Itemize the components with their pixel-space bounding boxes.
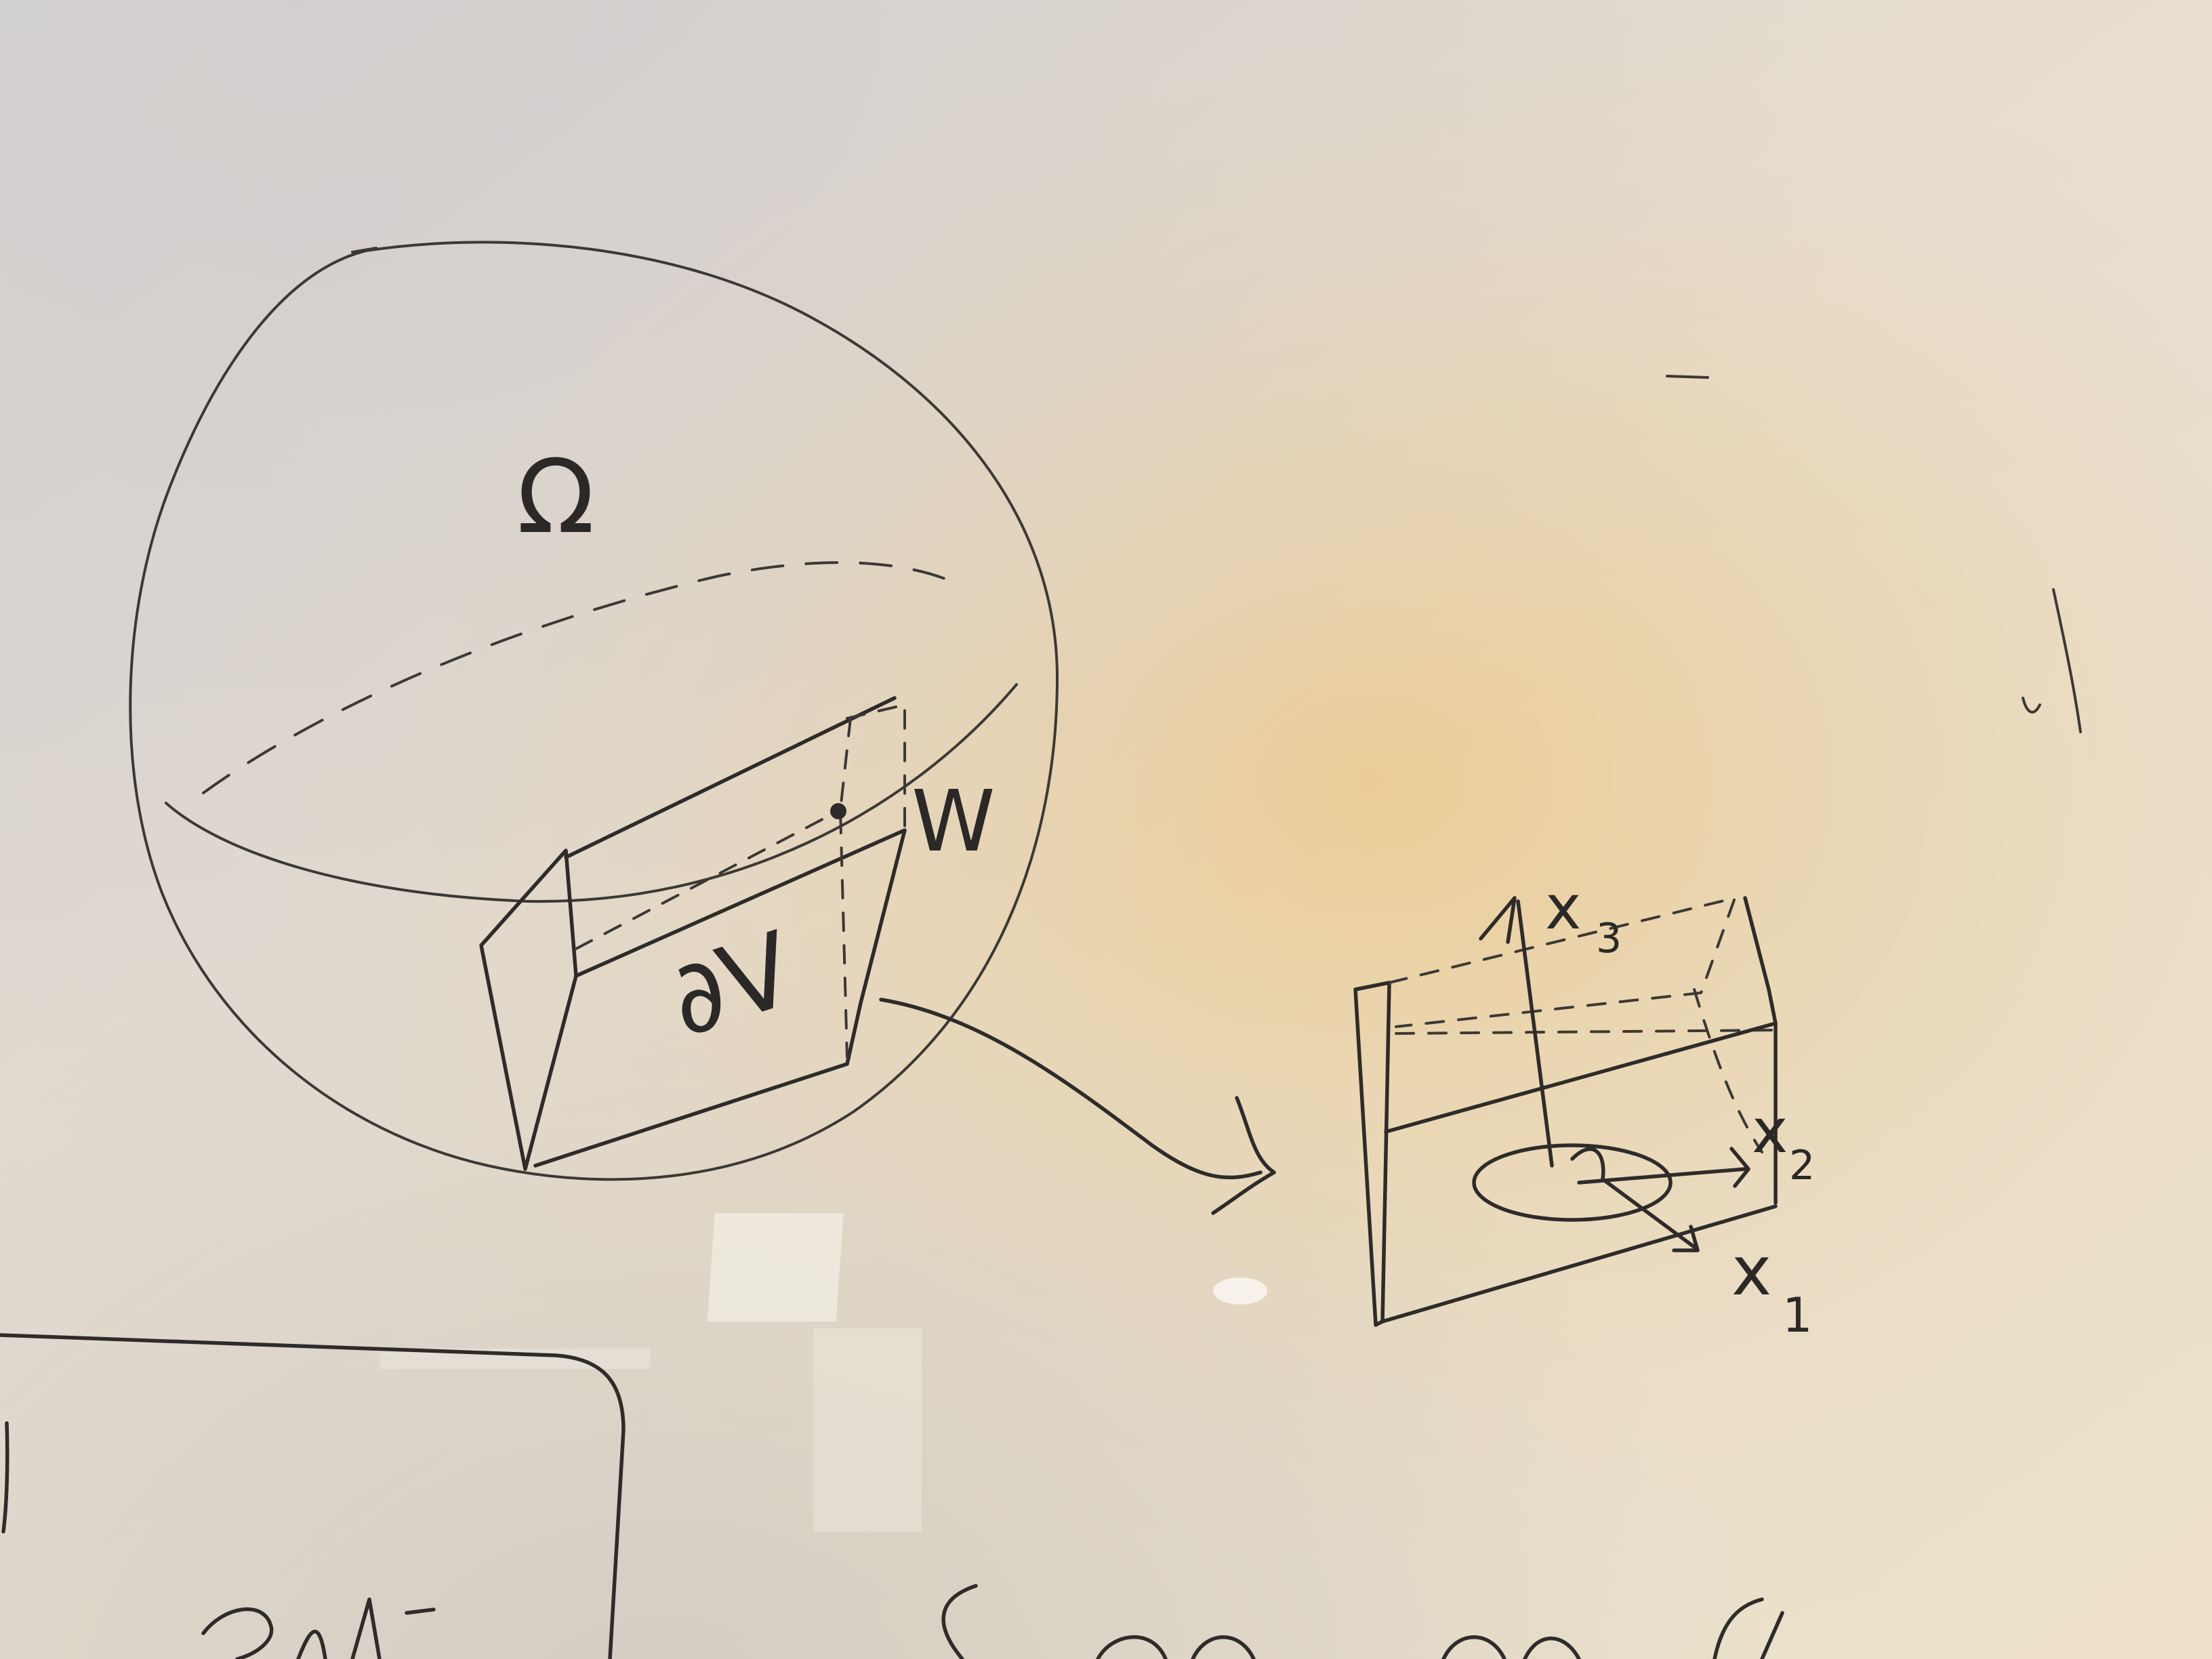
neighborhood-box-w bbox=[479, 696, 907, 1171]
light-reflection bbox=[380, 1213, 1267, 1532]
flat-box-middle-line bbox=[1384, 1021, 1778, 1134]
stray-mark-dash bbox=[1666, 375, 1709, 379]
axis-x3-line bbox=[1516, 899, 1554, 1168]
axis-x1-subscript: 1 bbox=[1782, 1288, 1813, 1343]
box-hidden-edge-top bbox=[575, 808, 842, 950]
flat-box-bottom-edge bbox=[1380, 1204, 1778, 1324]
axis-x2-label: x 2 bbox=[1752, 1096, 1815, 1189]
omega-symbol: Ω bbox=[517, 438, 595, 556]
axis-x2-arrowhead bbox=[1729, 1147, 1750, 1188]
flat-box-top-dashed bbox=[1388, 897, 1736, 1028]
mapping-arrow bbox=[879, 998, 1263, 1180]
axis-x1-arrowhead bbox=[1672, 1225, 1700, 1252]
flat-box-hidden-curve bbox=[1693, 988, 1763, 1153]
axis-x1-letter: x bbox=[1732, 1231, 1771, 1311]
lower-left-frame-edge bbox=[1, 1421, 9, 1534]
axis-x1-line bbox=[1570, 1147, 1696, 1249]
mapping-arrow-head bbox=[1211, 1096, 1276, 1215]
boundary-point bbox=[830, 803, 846, 819]
axis-x3-subscript: 3 bbox=[1596, 915, 1622, 962]
flat-box-right-edge bbox=[1743, 896, 1778, 1205]
axis-x3-arrowhead bbox=[1479, 896, 1517, 944]
lower-left-frame bbox=[0, 1333, 626, 1659]
axis-x3-label: x 3 bbox=[1545, 872, 1622, 962]
stray-mark-tick bbox=[2022, 697, 2041, 714]
omega-label: Ω bbox=[517, 438, 595, 556]
omega-top-tick bbox=[351, 247, 377, 253]
origin-disc bbox=[1472, 1143, 1673, 1222]
equator-hidden-dashed bbox=[202, 561, 964, 794]
axis-x3-letter: x bbox=[1545, 872, 1581, 943]
axis-x2-subscript: 2 bbox=[1789, 1142, 1815, 1189]
neighborhood-label: W bbox=[912, 773, 996, 871]
flattened-box bbox=[1353, 896, 1778, 1327]
box-front-face bbox=[533, 828, 907, 1168]
stray-mark-curve bbox=[2052, 588, 2082, 733]
box-top-right-edge bbox=[846, 703, 906, 832]
cutoff-handwriting bbox=[201, 1584, 1784, 1659]
axis-x2-letter: x bbox=[1752, 1096, 1788, 1167]
domain-omega-boundary bbox=[129, 241, 1059, 1181]
box-top-back-edge bbox=[564, 696, 897, 859]
axis-x1-label: x 1 bbox=[1732, 1231, 1813, 1343]
